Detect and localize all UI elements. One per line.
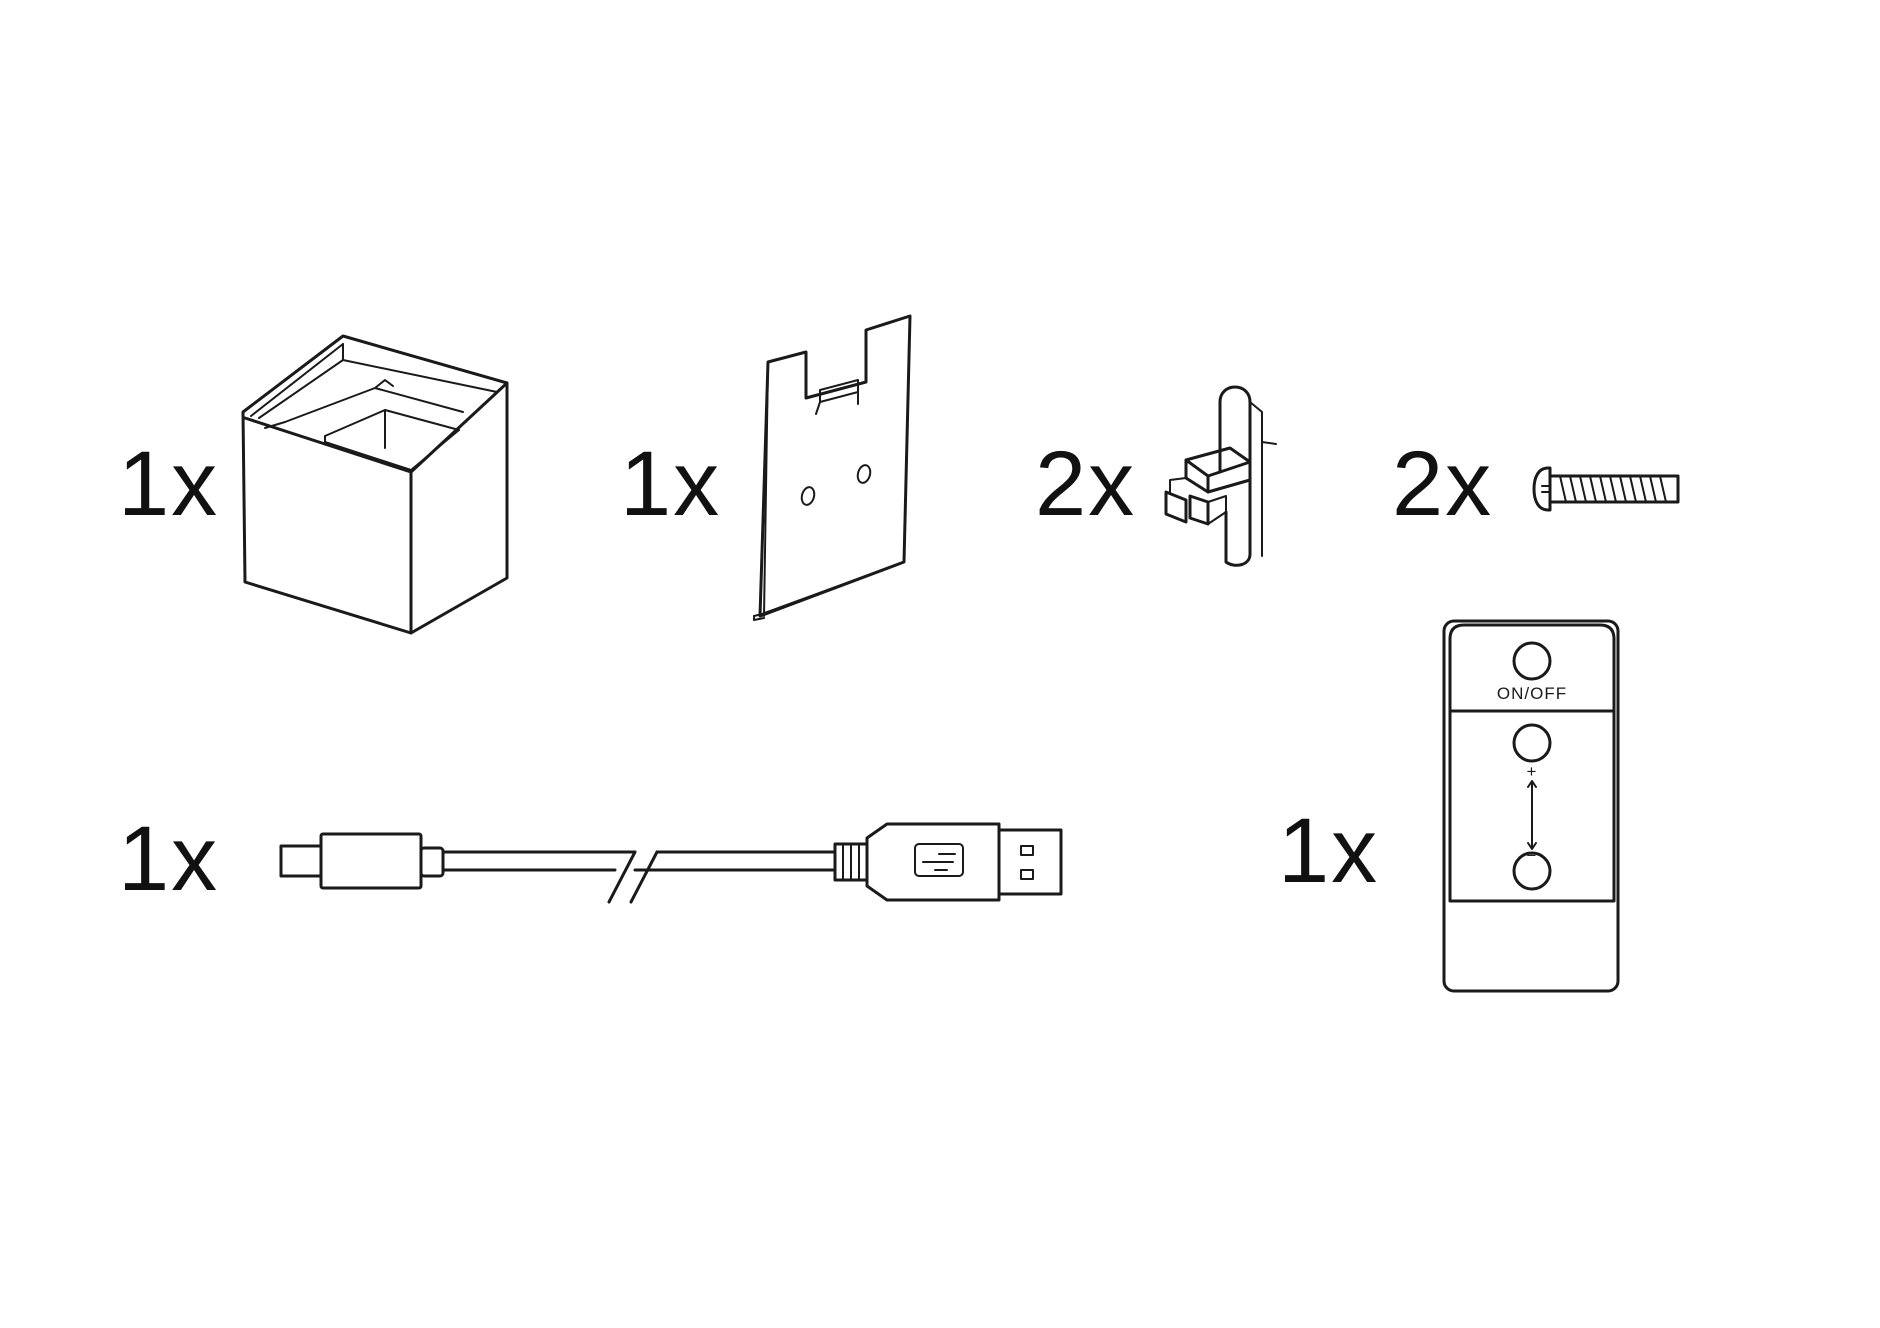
remote-control-icon: ON/OFF + − <box>1442 619 1620 993</box>
plus-button[interactable] <box>1512 723 1552 763</box>
qty-mounting-plate: 1x <box>620 433 722 535</box>
qty-wall-clip: 2x <box>1035 433 1137 535</box>
cube-lamp-icon <box>241 334 509 635</box>
usb-cable-icon <box>279 822 1063 904</box>
qty-usb-cable: 1x <box>118 808 220 910</box>
screw-icon <box>1532 466 1680 512</box>
minus-label: − <box>1527 846 1538 865</box>
wall-clip-icon <box>1164 385 1277 567</box>
qty-screw: 2x <box>1392 433 1494 535</box>
qty-lamp-cube: 1x <box>118 433 220 535</box>
qty-remote-control: 1x <box>1278 800 1380 902</box>
minus-button[interactable] <box>1512 851 1552 891</box>
plus-label: + <box>1527 762 1538 781</box>
power-label: ON/OFF <box>1497 684 1567 703</box>
power-button[interactable] <box>1512 641 1552 681</box>
mounting-plate-icon <box>753 314 912 621</box>
